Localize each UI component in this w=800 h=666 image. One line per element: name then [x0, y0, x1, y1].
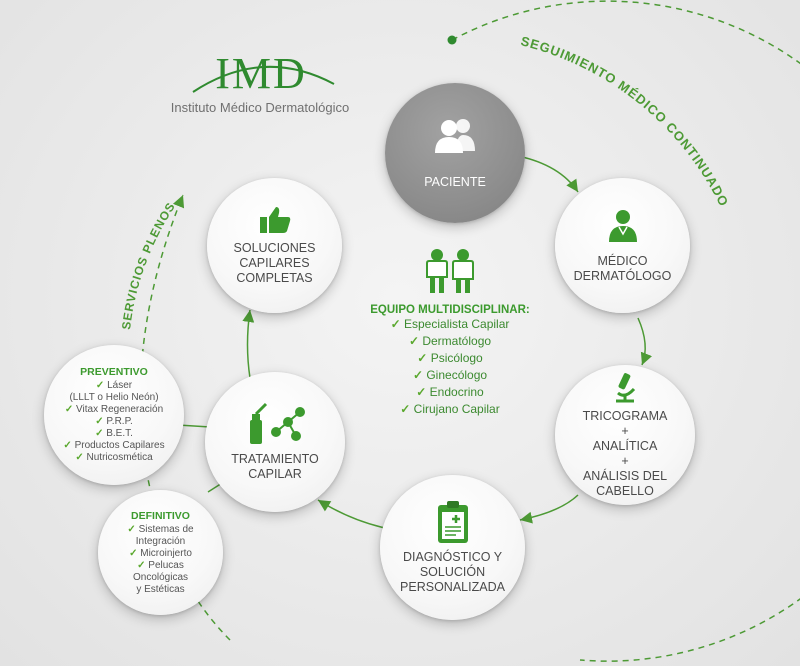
node-diagnostico-label: DIAGNÓSTICO Y SOLUCIÓN PERSONALIZADA: [400, 550, 505, 594]
check-icon: ✓: [75, 452, 84, 463]
check-icon: ✓: [127, 523, 136, 535]
check-icon: ✓: [416, 385, 427, 399]
check-icon: ✓: [390, 317, 401, 331]
check-icon: ✓: [64, 404, 74, 415]
list-item: ✓ P.R.P.: [95, 416, 133, 427]
clipboard-icon: [437, 501, 468, 543]
check-icon: ✓: [95, 416, 104, 427]
lab-molecule-icon: [250, 402, 305, 444]
list-item: ✓ Microinjerto: [129, 547, 192, 559]
node-tricograma: TRICOGRAMA + ANALÍTICA + ANÁLISIS DEL CA…: [555, 365, 695, 505]
check-icon: ✓: [417, 351, 428, 365]
check-icon: ✓: [137, 559, 146, 571]
arrow-medico-tricograma: [637, 317, 653, 366]
definitivo-list: DEFINITIVO ✓ Sistemas de Integración ✓ M…: [98, 490, 223, 615]
arrow-tricograma-diagnostico: [519, 494, 579, 524]
team-icon: [426, 249, 474, 293]
people-icon: [435, 118, 475, 153]
node-soluciones: SOLUCIONES CAPILARES COMPLETAS: [207, 178, 342, 313]
outer-arc-start-dot: [447, 35, 457, 45]
arrow-paciente-medico: [517, 155, 579, 193]
node-diagnostico: DIAGNÓSTICO Y SOLUCIÓN PERSONALIZADA: [380, 475, 525, 620]
arrow-diagnostico-tratamiento: [317, 499, 386, 529]
team-item: ✓ Especialista Capilar: [390, 317, 510, 331]
node-tricograma-label: TRICOGRAMA + ANALÍTICA + ANÁLISIS DEL CA…: [582, 409, 668, 498]
team-item: ✓ Endocrino: [416, 385, 484, 399]
thumbs-up-icon: [259, 207, 290, 233]
check-icon: ✓: [63, 440, 72, 451]
preventivo-title: PREVENTIVO: [80, 366, 148, 378]
logo-mark: IMD: [215, 49, 307, 98]
node-tratamiento: TRATAMIENTO CAPILAR: [205, 372, 345, 512]
team-block: EQUIPO MULTIDISCIPLINAR: ✓ Especialista …: [360, 247, 540, 418]
node-paciente-label: PACIENTE: [424, 174, 486, 189]
list-item: ✓ Láser (LLLT o Helio Neón): [69, 380, 159, 403]
check-icon: ✓: [400, 402, 411, 416]
logo: IMD Instituto Médico Dermatológico: [160, 50, 360, 120]
microscope-icon: [616, 373, 636, 403]
team-item: ✓ Ginecólogo: [412, 368, 488, 382]
definitivo-title: DEFINITIVO: [131, 509, 190, 522]
list-item: ✓ B.E.T.: [95, 428, 133, 439]
node-medico-label: MÉDICO DERMATÓLOGO: [573, 253, 672, 283]
team-title: EQUIPO MULTIDISCIPLINAR:: [370, 304, 530, 316]
list-item: ✓ Nutricosmética: [75, 452, 153, 463]
team-item: ✓ Dermatólogo: [408, 334, 492, 348]
check-icon: ✓: [95, 380, 105, 391]
list-item: ✓ Sistemas de Integración: [127, 523, 194, 547]
logo-subtitle: Instituto Médico Dermatológico: [170, 100, 350, 115]
preventivo-list: PREVENTIVO ✓ Láser (LLLT o Helio Neón) ✓…: [44, 345, 184, 485]
list-item: ✓ Vitax Regeneración: [64, 404, 164, 415]
logo-swoosh: [192, 65, 335, 93]
doctor-icon: [608, 209, 637, 242]
check-icon: ✓: [408, 334, 419, 348]
check-icon: ✓: [95, 428, 104, 439]
check-icon: ✓: [412, 368, 423, 382]
node-medico: MÉDICO DERMATÓLOGO: [555, 178, 690, 313]
node-tratamiento-label: TRATAMIENTO CAPILAR: [231, 452, 319, 481]
list-item: ✓ Pelucas Oncológicas y Estéticas: [132, 559, 189, 595]
team-item: ✓ Psicólogo: [417, 351, 483, 365]
node-paciente: PACIENTE: [385, 83, 525, 223]
check-icon: ✓: [129, 547, 138, 559]
team-item: ✓ Cirujano Capilar: [400, 402, 500, 416]
connector-preventivo: [177, 424, 211, 428]
node-soluciones-label: SOLUCIONES CAPILARES COMPLETAS: [233, 241, 316, 285]
list-item: ✓ Productos Capilares: [63, 440, 165, 451]
arrow-tratamiento-soluciones: [242, 309, 255, 379]
